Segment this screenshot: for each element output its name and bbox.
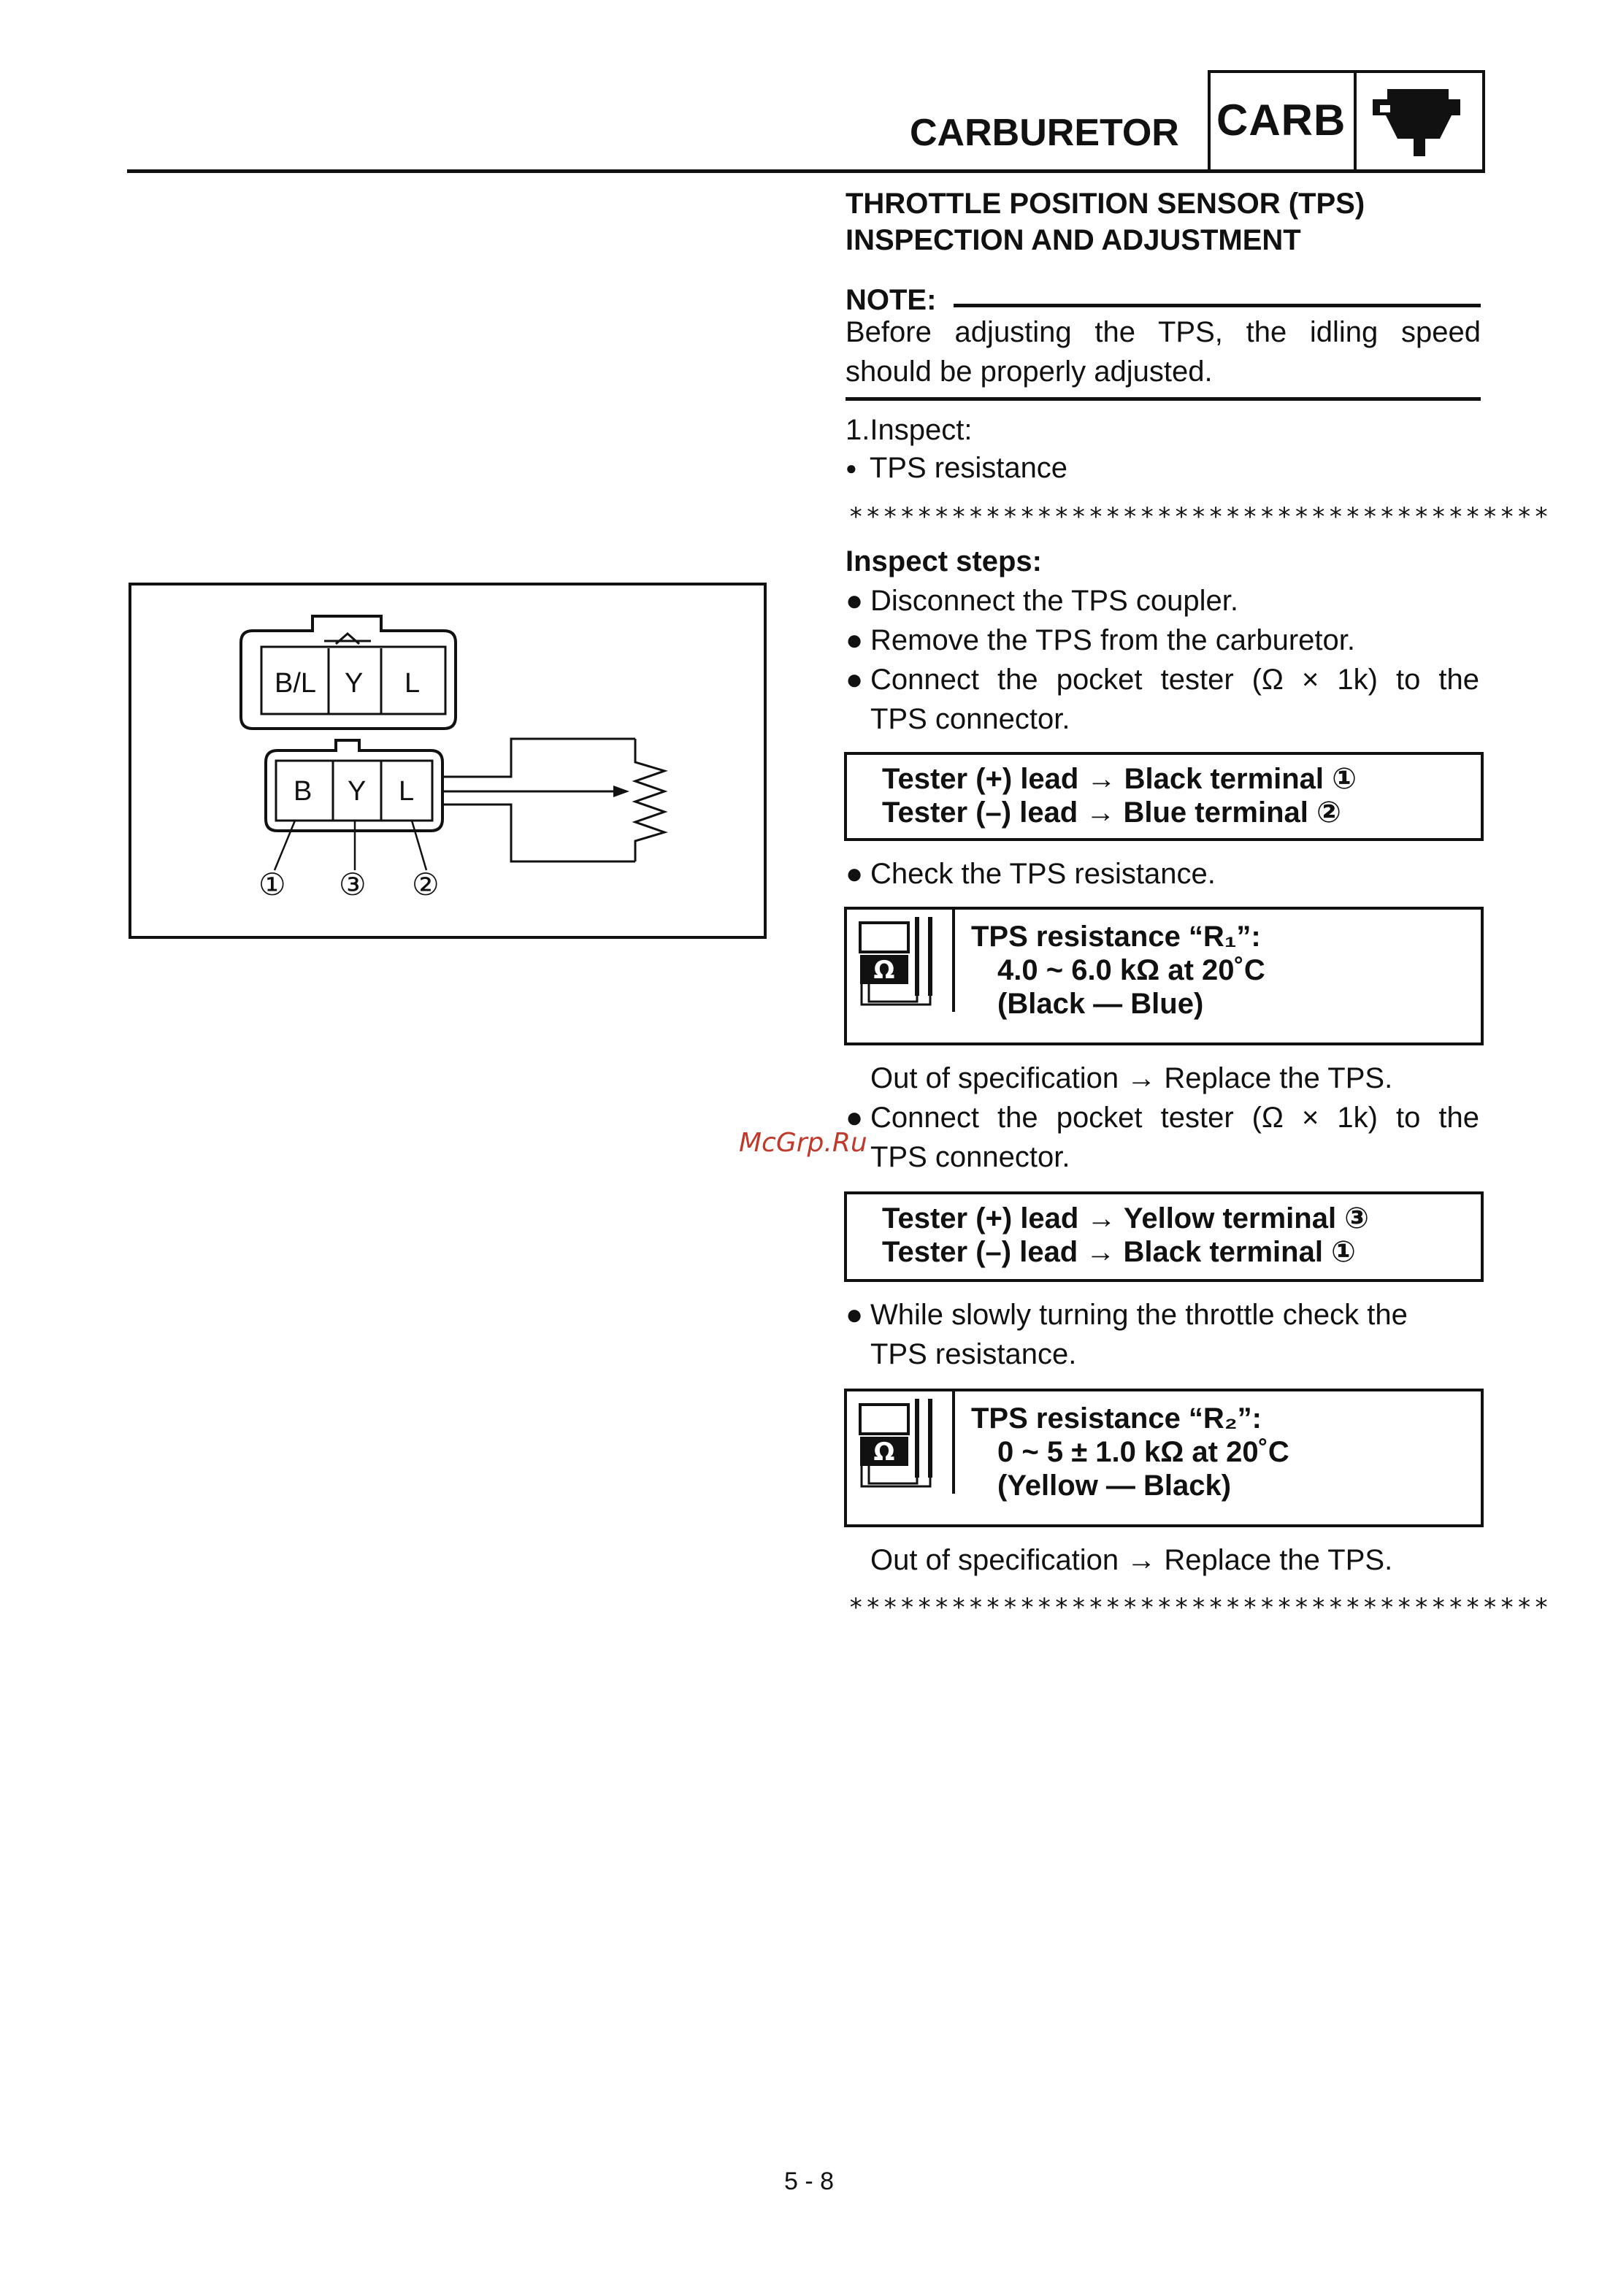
section-code: CARB — [1216, 96, 1346, 145]
section-heading-line1: THROTTLE POSITION SENSOR (TPS) — [846, 188, 1365, 220]
step-connect-2: ●Connect the pocket tester (Ω × 1k) to t… — [846, 1102, 1479, 1134]
out-of-spec-2: Out of specification → Replace the TPS. — [870, 1544, 1393, 1576]
upper-terminal-l: L — [404, 668, 421, 699]
spec-box-2: Ω TPS resistance “R₂”: 0 ~ 5 ± 1.0 kΩ at… — [844, 1389, 1484, 1527]
carburetor-icon — [1373, 89, 1460, 156]
step-connect-1: ●Connect the pocket tester (Ω × 1k) to t… — [846, 664, 1479, 696]
step-while-cont: TPS resistance. — [870, 1338, 1077, 1370]
spec-2-pair: (Yellow — Black) — [997, 1470, 1232, 1502]
note-text-line1: Before adjusting the TPS, the idling spe… — [846, 316, 1481, 348]
upper-terminal-bl: B/L — [275, 668, 317, 699]
spec-1-pair: (Black — Blue) — [997, 988, 1204, 1020]
steps-title: Inspect steps: — [846, 545, 1042, 577]
spec-1-title: TPS resistance “R₁”: — [971, 921, 1261, 953]
lower-terminal-l: L — [399, 776, 415, 807]
callout-2: ② — [412, 867, 440, 902]
svg-text:Ω: Ω — [874, 1437, 895, 1467]
callout-1: ① — [258, 867, 286, 902]
inspect-item: ● TPS resistance — [846, 452, 1068, 484]
tester-box-1: Tester (+) lead → Black terminal ① Teste… — [844, 752, 1484, 841]
ohmmeter-icon: Ω — [847, 1391, 956, 1494]
tester-2-plus: Tester (+) lead → Yellow terminal ③ — [882, 1202, 1370, 1235]
page-title: CARBURETOR — [910, 112, 1179, 154]
section-heading-line2: INSPECTION AND ADJUSTMENT — [846, 224, 1301, 256]
connector-diagram: B/L Y L B Y L ① ③ ② — [129, 583, 767, 939]
stars-bottom: ****************************************… — [848, 1593, 1552, 1622]
stars-top: ****************************************… — [848, 502, 1552, 531]
lower-terminal-b: B — [294, 776, 313, 807]
step-disconnect: ●Disconnect the TPS coupler. — [846, 585, 1238, 617]
note-text-line2: should be properly adjusted. — [846, 356, 1213, 388]
step-check: ●Check the TPS resistance. — [846, 858, 1216, 890]
tester-1-plus: Tester (+) lead → Black terminal ① — [882, 763, 1357, 795]
svg-text:Ω: Ω — [874, 956, 895, 985]
tester-1-minus: Tester (–) lead → Blue terminal ② — [882, 796, 1341, 829]
page-number: 5 - 8 — [784, 2168, 835, 2195]
section-tab: CARB — [1208, 70, 1485, 172]
inspect-item-label: TPS resistance — [869, 452, 1068, 484]
callout-3: ③ — [339, 867, 367, 902]
ohmmeter-icon: Ω — [847, 910, 956, 1012]
step-connect-2-cont: TPS connector. — [870, 1141, 1070, 1173]
watermark: McGrp.Ru — [739, 1128, 867, 1158]
header-rule — [127, 169, 1485, 173]
spec-2-value: 0 ~ 5 ± 1.0 kΩ at 20˚C — [997, 1436, 1289, 1468]
step-connect-1-cont: TPS connector. — [870, 703, 1070, 735]
note-top-rule — [954, 304, 1481, 307]
step-while: ●While slowly turning the throttle check… — [846, 1299, 1408, 1331]
step-remove: ●Remove the TPS from the carburetor. — [846, 624, 1356, 656]
tester-2-minus: Tester (–) lead → Black terminal ① — [882, 1236, 1356, 1268]
spec-box-1: Ω TPS resistance “R₁”: 4.0 ~ 6.0 kΩ at 2… — [844, 907, 1484, 1045]
spec-2-title: TPS resistance “R₂”: — [971, 1402, 1262, 1435]
inspect-step: 1.Inspect: — [846, 414, 973, 446]
note-bottom-rule — [846, 397, 1481, 401]
out-of-spec-1: Out of specification → Replace the TPS. — [870, 1062, 1393, 1094]
tester-box-2: Tester (+) lead → Yellow terminal ③ Test… — [844, 1191, 1484, 1282]
note-label: NOTE: — [846, 284, 937, 316]
lower-terminal-y: Y — [348, 776, 367, 807]
spec-1-value: 4.0 ~ 6.0 kΩ at 20˚C — [997, 954, 1265, 986]
upper-terminal-y: Y — [345, 668, 364, 699]
